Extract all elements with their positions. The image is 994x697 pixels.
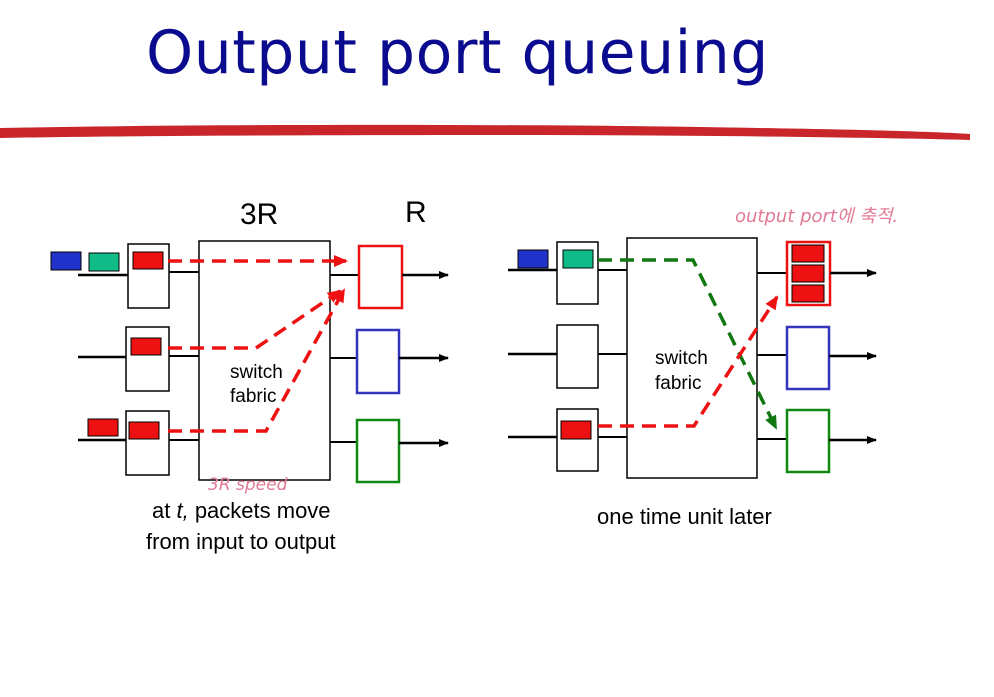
packet-red	[130, 337, 162, 356]
output-port-blue	[355, 328, 401, 395]
packet-red	[132, 251, 164, 270]
input-port-2	[556, 324, 599, 389]
fabric-label-line2: fabric	[230, 386, 276, 407]
input-port-3	[556, 408, 599, 472]
input-port-2	[125, 326, 170, 392]
rate-in-label: 3R	[240, 198, 278, 231]
fabric-label-line2: fabric	[655, 373, 701, 394]
output-port-green	[785, 408, 831, 474]
right-diagram: output port에 축적. switch fabric	[508, 206, 898, 529]
fabric-label-line1: switch	[655, 348, 708, 369]
output-port-green	[355, 418, 401, 484]
caption-left-line1: at t, packets move	[152, 498, 331, 523]
packet-green	[88, 252, 120, 272]
left-diagram: 3R R switch fabric	[50, 196, 449, 554]
packet-red	[560, 420, 592, 440]
fabric-label-line1: switch	[230, 362, 283, 383]
title-underline	[0, 124, 970, 140]
switch-fabric	[198, 240, 331, 481]
packet-blue	[50, 251, 82, 271]
transfer-path-3	[168, 288, 346, 433]
transfer-path-red	[598, 295, 779, 428]
slide-title: Output port queuing	[146, 18, 769, 88]
switch-fabric	[626, 237, 758, 479]
input-port-3	[125, 410, 170, 476]
packet-red	[791, 244, 825, 263]
queue-annotation: output port에 축적.	[735, 206, 898, 227]
packet-blue	[517, 249, 549, 269]
packet-red	[791, 264, 825, 283]
packet-red	[87, 418, 119, 437]
transfer-path-green	[598, 258, 778, 430]
caption-left-line2: from input to output	[146, 529, 336, 554]
speed-annotation: 3R speed	[208, 475, 288, 495]
packet-red	[128, 421, 160, 440]
output-port-blue	[785, 325, 831, 391]
packet-red	[791, 284, 825, 303]
caption-right: one time unit later	[597, 504, 772, 529]
packet-green	[562, 249, 594, 269]
rate-out-label: R	[405, 196, 427, 229]
output-port-red	[357, 244, 404, 310]
transfer-path-2	[168, 289, 342, 350]
